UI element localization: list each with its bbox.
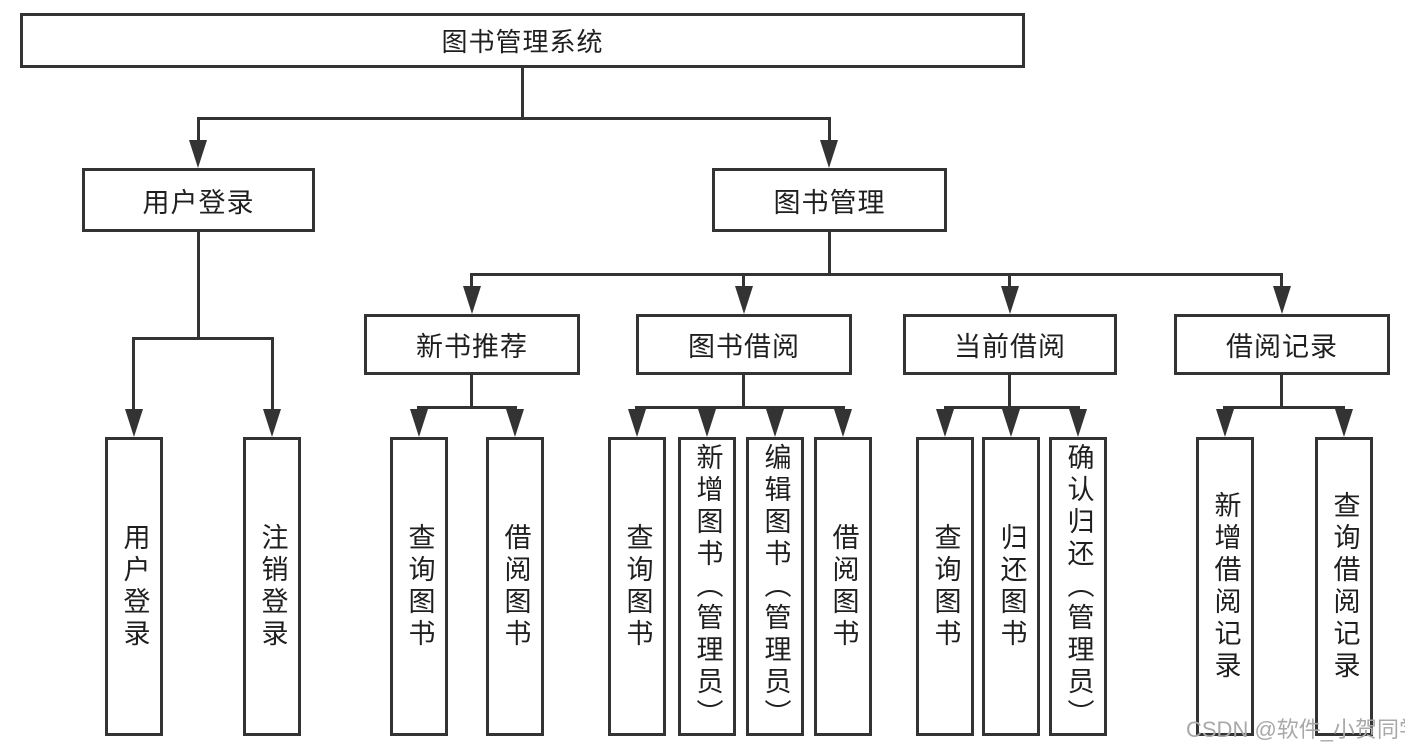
node-book-management: 图书管理	[712, 168, 947, 232]
arrowhead-down-icon	[125, 409, 143, 437]
connector-line	[132, 337, 135, 410]
leaf-records-add: 新增借阅记录	[1196, 437, 1254, 736]
node-new-book-recommend-label: 新书推荐	[416, 332, 528, 362]
leaf-newbooks-borrow: 借阅图书	[486, 437, 544, 736]
leaf-borrow-edit-admin: 编辑图书（管理员）	[746, 437, 804, 736]
node-borrow-records-label: 借阅记录	[1226, 332, 1338, 362]
arrowhead-down-icon	[834, 409, 852, 437]
arrowhead-down-icon	[1001, 286, 1019, 314]
connector-line	[742, 373, 745, 409]
leaf-user-login: 用户登录	[105, 437, 163, 736]
arrowhead-down-icon	[1335, 409, 1353, 437]
leaf-records-query-label: 查询借阅记录	[1329, 490, 1360, 683]
arrowhead-down-icon	[628, 409, 646, 437]
leaf-borrow-borrow: 借阅图书	[814, 437, 872, 736]
leaf-borrow-add-admin: 新增图书（管理员）	[678, 437, 736, 736]
leaf-newbooks-borrow-label: 借阅图书	[500, 522, 531, 651]
leaf-logout: 注销登录	[243, 437, 301, 736]
node-new-book-recommend: 新书推荐	[364, 314, 580, 375]
leaf-borrow-query: 查询图书	[608, 437, 666, 736]
connector-line	[1008, 273, 1011, 287]
arrowhead-down-icon	[1002, 409, 1020, 437]
arrowhead-down-icon	[1273, 286, 1291, 314]
leaf-current-confirm-admin-label: 确认归还（管理员）	[1063, 442, 1094, 731]
leaf-borrow-add-admin-label: 新增图书（管理员）	[692, 442, 723, 731]
connector-line	[944, 406, 1080, 409]
connector-line	[742, 273, 745, 287]
leaf-borrow-query-label: 查询图书	[622, 522, 653, 651]
connector-line	[197, 117, 831, 120]
leaf-current-confirm-admin: 确认归还（管理员）	[1049, 437, 1107, 736]
connector-line	[1280, 273, 1283, 287]
connector-line	[470, 273, 1283, 276]
node-borrow-records: 借阅记录	[1174, 314, 1390, 375]
leaf-borrow-borrow-label: 借阅图书	[828, 522, 859, 651]
connector-line	[470, 373, 473, 409]
connector-line	[197, 230, 200, 337]
leaf-current-query: 查询图书	[916, 437, 974, 736]
connector-line	[1280, 373, 1283, 409]
leaf-current-query-label: 查询图书	[930, 522, 961, 651]
connector-line	[470, 273, 473, 287]
node-book-management-label: 图书管理	[773, 187, 886, 218]
connector-line	[1008, 373, 1011, 409]
node-book-borrow-label: 图书借阅	[688, 332, 800, 362]
leaf-current-return-label: 归还图书	[996, 522, 1027, 651]
connector-line	[828, 230, 831, 275]
connector-line	[417, 406, 517, 409]
node-user-login: 用户登录	[82, 168, 315, 232]
leaf-current-return: 归还图书	[982, 437, 1040, 736]
leaf-newbooks-query-label: 查询图书	[404, 522, 435, 651]
arrowhead-down-icon	[698, 409, 716, 437]
arrowhead-down-icon	[189, 140, 207, 168]
arrowhead-down-icon	[463, 286, 481, 314]
arrowhead-down-icon	[735, 286, 753, 314]
arrowhead-down-icon	[506, 409, 524, 437]
node-user-login-label: 用户登录	[142, 187, 255, 218]
connector-line	[132, 337, 274, 340]
connector-line	[1223, 406, 1345, 409]
connector-line	[197, 117, 200, 142]
connector-line	[635, 406, 845, 409]
connector-line	[521, 66, 524, 117]
arrowhead-down-icon	[1216, 409, 1234, 437]
node-current-borrow: 当前借阅	[903, 314, 1117, 375]
leaf-records-add-label: 新增借阅记录	[1210, 490, 1241, 683]
leaf-records-query: 查询借阅记录	[1315, 437, 1373, 736]
leaf-borrow-edit-admin-label: 编辑图书（管理员）	[760, 442, 791, 731]
connector-line	[828, 117, 831, 142]
node-root: 图书管理系统	[20, 13, 1025, 68]
arrowhead-down-icon	[410, 409, 428, 437]
arrowhead-down-icon	[1069, 409, 1087, 437]
watermark: CSDN @软件_小贺同学	[1186, 717, 1405, 742]
arrowhead-down-icon	[766, 409, 784, 437]
leaf-logout-label: 注销登录	[257, 522, 288, 651]
node-current-borrow-label: 当前借阅	[954, 332, 1066, 362]
leaf-newbooks-query: 查询图书	[390, 437, 448, 736]
connector-line	[271, 337, 274, 410]
leaf-user-login-label: 用户登录	[119, 522, 150, 651]
node-root-label: 图书管理系统	[441, 27, 604, 57]
arrowhead-down-icon	[820, 140, 838, 168]
node-book-borrow: 图书借阅	[636, 314, 852, 375]
arrowhead-down-icon	[263, 409, 281, 437]
arrowhead-down-icon	[936, 409, 954, 437]
